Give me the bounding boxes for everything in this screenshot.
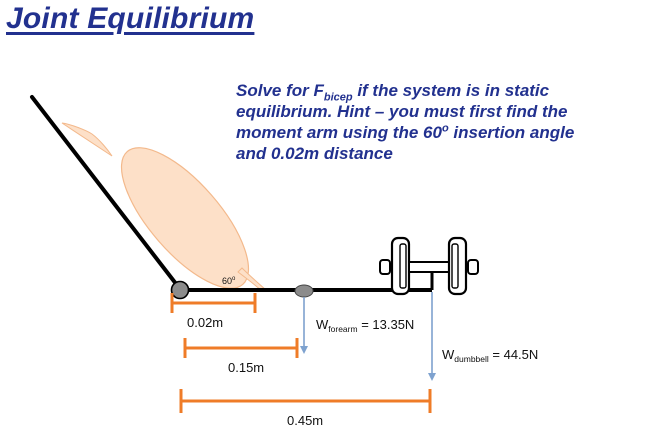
dumbbell	[379, 236, 479, 296]
upper-arm-bone	[30, 95, 182, 291]
problem-line3-pre: moment arm using the 60	[236, 123, 442, 142]
problem-line2: equilibrium. Hint – you must first find …	[236, 102, 568, 121]
bicep-muscle	[61, 122, 268, 292]
forearm-weight-subscript: forearm	[328, 324, 357, 334]
page-title: Joint Equilibrium	[6, 2, 255, 35]
dumbbell-weight-subscript: dumbbell	[454, 354, 489, 364]
forearm-weight-symbol: W	[316, 317, 329, 332]
problem-statement: Solve for Fbicep if the system is in sta…	[236, 80, 646, 164]
problem-line4: and 0.02m distance	[236, 144, 393, 163]
distance-label-0-45m: 0.45m	[287, 413, 323, 428]
distance-bracket-0-02m	[170, 293, 257, 313]
distance-label-0-02m: 0.02m	[187, 315, 223, 330]
insertion-angle-label: 60o	[222, 276, 236, 286]
forearm-weight-value: = 13.35N	[358, 317, 415, 332]
problem-line1-post: if the system is in static	[352, 81, 550, 100]
dumbbell-weight-value: = 44.5N	[489, 347, 539, 362]
elbow-joint	[170, 280, 190, 300]
problem-line3-post: insertion angle	[448, 123, 575, 142]
distance-bracket-0-45m	[179, 389, 432, 413]
problem-line1-sub: bicep	[323, 91, 353, 104]
forearm-center-of-mass	[294, 284, 314, 298]
insertion-angle-value: 60	[222, 276, 232, 286]
distance-label-0-15m: 0.15m	[228, 360, 264, 375]
problem-line1-pre: Solve for F	[236, 81, 324, 100]
insertion-angle-degree: o	[232, 276, 236, 282]
problem-line3-sup: o	[441, 122, 449, 135]
dumbbell-weight-label: Wdumbbell = 44.5N	[442, 347, 538, 364]
dumbbell-weight-symbol: W	[442, 347, 455, 362]
forearm-weight-label: Wforearm = 13.35N	[316, 317, 414, 334]
distance-bracket-0-15m	[183, 338, 299, 358]
